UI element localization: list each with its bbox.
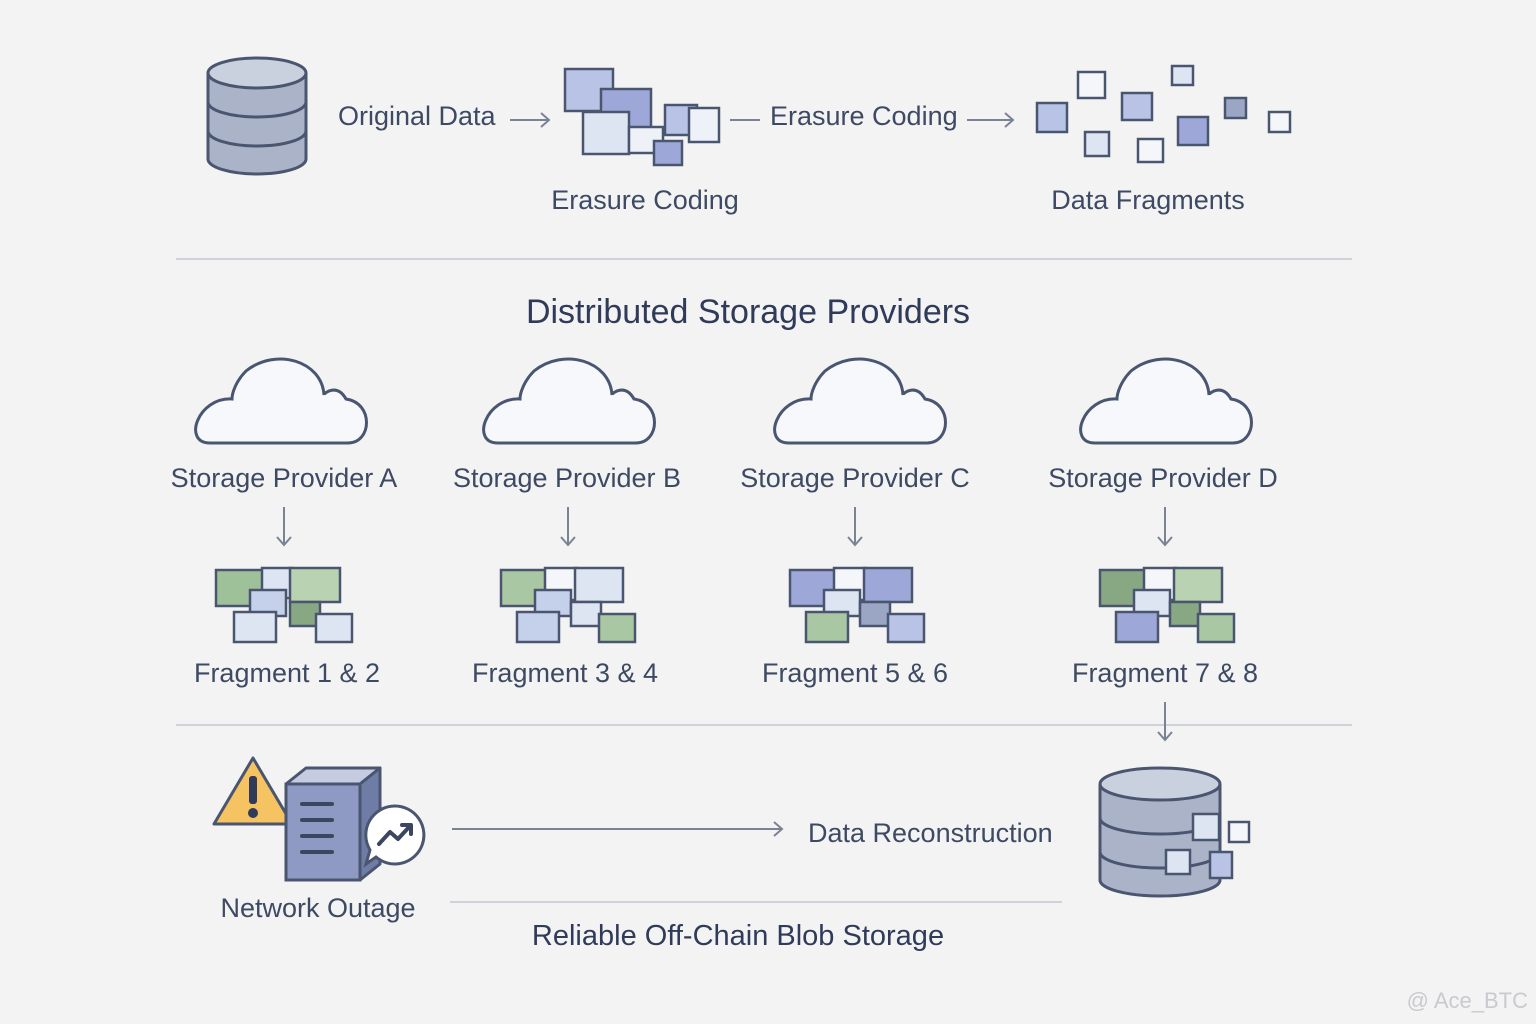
- arrow-down-icon: [1157, 702, 1173, 742]
- provider-c-label: Storage Provider C: [740, 463, 970, 493]
- section-title: Distributed Storage Providers: [525, 293, 971, 331]
- fragment-blocks-b-icon: [499, 566, 637, 644]
- arrow-right-icon: [452, 821, 784, 837]
- arrow-down-icon: [276, 507, 292, 547]
- footer-title: Reliable Off-Chain Blob Storage: [531, 920, 945, 952]
- fragment-3-4-label: Fragment 3 & 4: [471, 658, 659, 688]
- cloud-icon: [194, 357, 368, 445]
- original-data-label: Original Data: [338, 101, 496, 131]
- erasure-coding-blocks-icon: [563, 67, 721, 167]
- fragment-blocks-c-icon: [788, 566, 926, 644]
- cloud-icon: [773, 357, 947, 445]
- erasure-coding-caption: Erasure Coding: [551, 185, 739, 215]
- bottom-divider: [176, 724, 1352, 726]
- fragment-1-2-label: Fragment 1 & 2: [193, 658, 381, 688]
- arrow-right-icon: [967, 112, 1015, 128]
- arrow-down-icon: [560, 507, 576, 547]
- top-divider: [176, 258, 1352, 260]
- provider-b-label: Storage Provider B: [452, 463, 682, 493]
- provider-a-label: Storage Provider A: [170, 463, 398, 493]
- cloud-icon: [1079, 357, 1253, 445]
- database-icon: [206, 56, 308, 176]
- arrow-down-icon: [847, 507, 863, 547]
- arrow-down-icon: [1157, 507, 1173, 547]
- data-fragments-caption: Data Fragments: [1051, 185, 1245, 215]
- dash-connector-icon: [730, 119, 760, 121]
- cloud-icon: [482, 357, 656, 445]
- fragment-blocks-a-icon: [214, 566, 354, 644]
- footer-divider: [450, 901, 1062, 903]
- reconstructed-database-icon: [1098, 766, 1251, 898]
- erasure-coding-inline-label: Erasure Coding: [770, 101, 958, 131]
- fragment-5-6-label: Fragment 5 & 6: [761, 658, 949, 688]
- trend-bubble-icon: [363, 804, 426, 868]
- fragment-blocks-d-icon: [1098, 566, 1236, 644]
- watermark: @ Ace_BTC: [1406, 988, 1528, 1013]
- data-fragments-icon: [1035, 64, 1292, 164]
- arrow-right-icon: [510, 112, 551, 128]
- provider-d-label: Storage Provider D: [1048, 463, 1278, 493]
- data-reconstruction-label: Data Reconstruction: [808, 818, 1053, 848]
- fragment-7-8-label: Fragment 7 & 8: [1071, 658, 1259, 688]
- warning-icon: [212, 756, 294, 826]
- network-outage-label: Network Outage: [220, 893, 416, 923]
